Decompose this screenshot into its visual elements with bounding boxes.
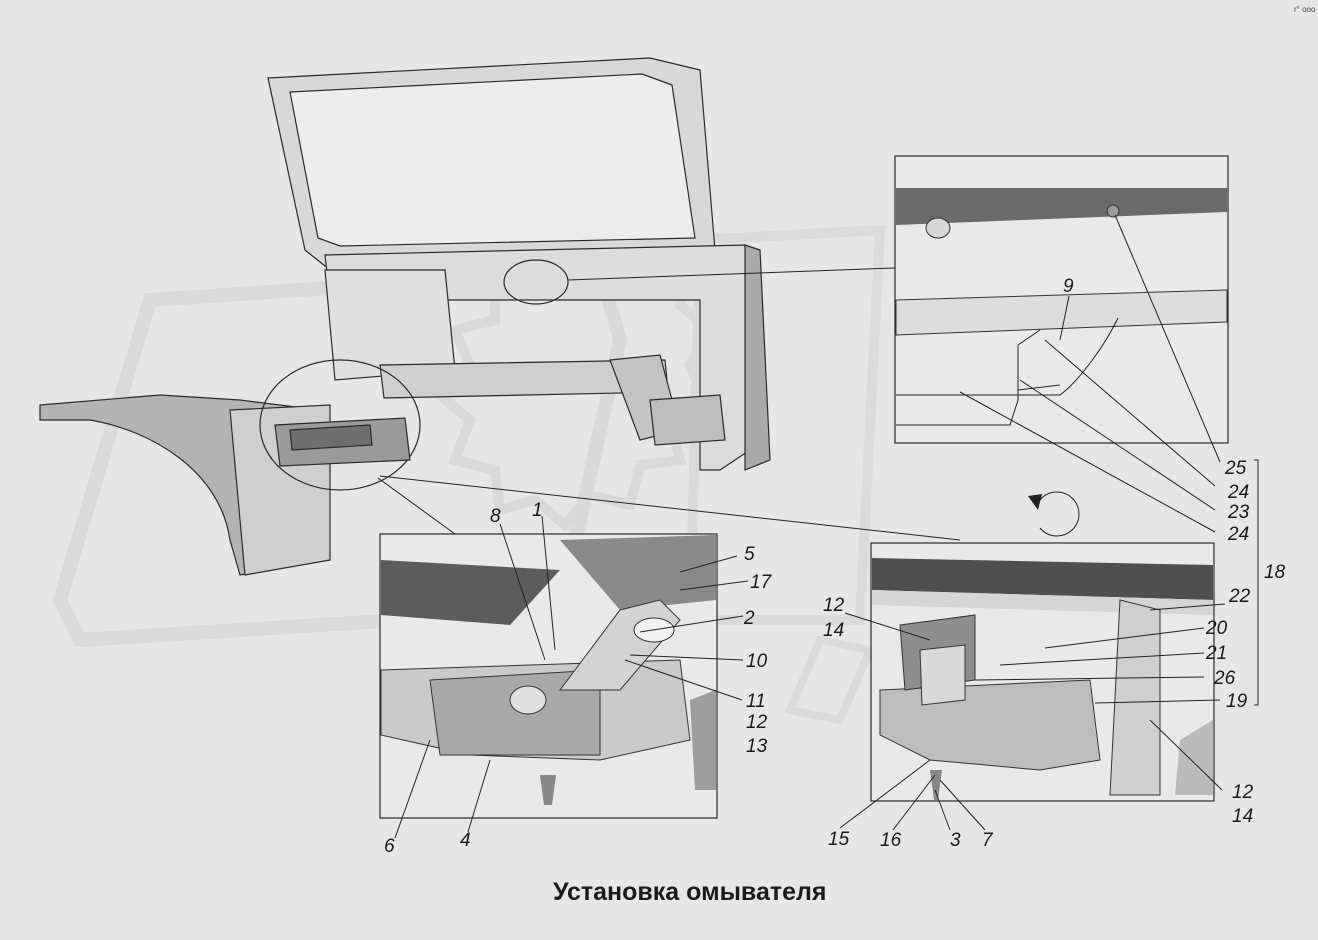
callout-17: 17 xyxy=(750,572,773,593)
callout-5: 5 xyxy=(744,544,755,565)
group-bracket-18 xyxy=(1254,459,1259,706)
rotation-arrow-icon xyxy=(1028,491,1080,537)
callout-19: 19 xyxy=(1226,691,1248,712)
callout-22: 22 xyxy=(1228,586,1251,607)
callout-13: 13 xyxy=(746,736,768,757)
callout-3: 3 xyxy=(950,830,961,851)
callout-8: 8 xyxy=(490,506,501,527)
callout-2: 2 xyxy=(743,608,755,629)
callout-12-c: 12 xyxy=(1232,782,1254,803)
callout-7: 7 xyxy=(982,830,994,851)
callout-12-b: 12 xyxy=(823,595,845,616)
callout-14-a: 14 xyxy=(823,620,844,641)
callout-leaders xyxy=(394,214,1226,839)
callout-24-b: 24 xyxy=(1227,524,1249,545)
cab-assembly xyxy=(39,57,771,576)
callout-10: 10 xyxy=(746,651,768,672)
callout-12-a: 12 xyxy=(746,712,768,733)
detail-connector-lines xyxy=(377,267,961,541)
callout-11: 11 xyxy=(746,691,766,712)
callout-6: 6 xyxy=(384,836,395,857)
diagram-title: Установка омывателя xyxy=(553,878,826,906)
callout-23: 23 xyxy=(1227,502,1250,523)
inset-view-bottom-center xyxy=(379,533,718,819)
callout-21: 21 xyxy=(1205,643,1227,664)
callout-26: 26 xyxy=(1213,668,1236,689)
callout-24-a: 24 xyxy=(1227,482,1249,503)
callout-9: 9 xyxy=(1063,276,1074,297)
callout-16: 16 xyxy=(880,830,902,851)
callout-20: 20 xyxy=(1205,618,1228,639)
callout-25: 25 xyxy=(1224,458,1247,479)
callout-4: 4 xyxy=(460,830,471,851)
inset-view-bottom-right xyxy=(870,542,1215,802)
callout-18: 18 xyxy=(1264,562,1286,583)
callout-1: 1 xyxy=(532,500,543,521)
callout-15: 15 xyxy=(828,829,850,850)
inset-view-top xyxy=(894,155,1229,444)
callout-labels: 8 1 5 17 2 10 11 12 13 6 4 9 25 24 23 24… xyxy=(384,276,1286,857)
callout-14-b: 14 xyxy=(1232,806,1253,827)
corner-mark: r° ooo xyxy=(1294,5,1316,14)
